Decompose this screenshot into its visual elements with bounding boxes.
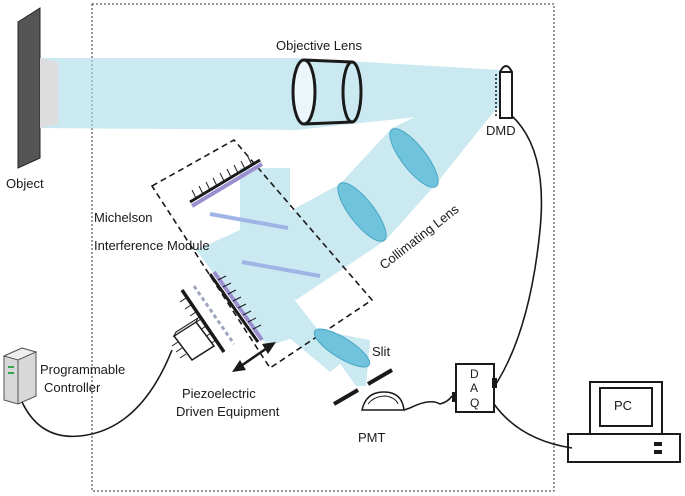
piezo-actuator	[171, 316, 216, 362]
pc-label: PC	[614, 398, 632, 413]
dmd-device	[495, 65, 513, 119]
objective-lens	[291, 58, 363, 126]
cable-pmt-to-daq	[409, 395, 453, 409]
cable-daq-to-pc	[493, 403, 573, 449]
dmd-label: DMD	[486, 123, 516, 138]
michelson-moving-mirror	[179, 285, 236, 353]
object-plate	[17, 7, 58, 169]
daq-letter-q: Q	[470, 396, 479, 410]
michelson-label-line2: Interference Module	[94, 238, 210, 253]
piezo-motion-arrow	[232, 342, 276, 372]
collimating-lens-lower	[337, 182, 387, 242]
beam-module-diagonal	[196, 230, 318, 346]
daq-letter-d: D	[470, 367, 479, 381]
slit-label: Slit	[372, 344, 390, 359]
piezo-label-line1: Piezoelectric	[182, 386, 256, 401]
controller-label-line1: Programmable	[40, 362, 125, 377]
pmt-label: PMT	[358, 430, 386, 445]
collimating-lens-upper	[389, 128, 439, 188]
beam-splitter-1	[209, 212, 289, 230]
programmable-controller	[2, 347, 38, 405]
michelson-fixed-mirror	[208, 270, 264, 343]
beam-splitter-2	[241, 260, 321, 278]
michelson-label-line1: Michelson	[94, 210, 153, 225]
pc-computer	[567, 381, 681, 463]
piezo-label-line2: Driven Equipment	[176, 404, 280, 419]
enclosure-box	[91, 3, 555, 492]
cable-controller-to-piezo	[21, 349, 173, 438]
focusing-lens	[313, 328, 371, 368]
controller-label-line2: Controller	[44, 380, 101, 395]
daq-letter-a: A	[470, 381, 478, 395]
beam-object-to-dmd	[40, 58, 500, 130]
cables	[21, 115, 573, 449]
cable-dmd-to-daq	[495, 115, 543, 385]
objective-lens-label: Objective Lens	[276, 38, 362, 53]
slit	[332, 368, 394, 406]
pmt-detector	[361, 391, 411, 411]
michelson-module-box	[150, 138, 374, 370]
object-label: Object	[6, 176, 44, 191]
daq-unit	[452, 363, 497, 413]
michelson-top-mirror	[189, 156, 264, 208]
